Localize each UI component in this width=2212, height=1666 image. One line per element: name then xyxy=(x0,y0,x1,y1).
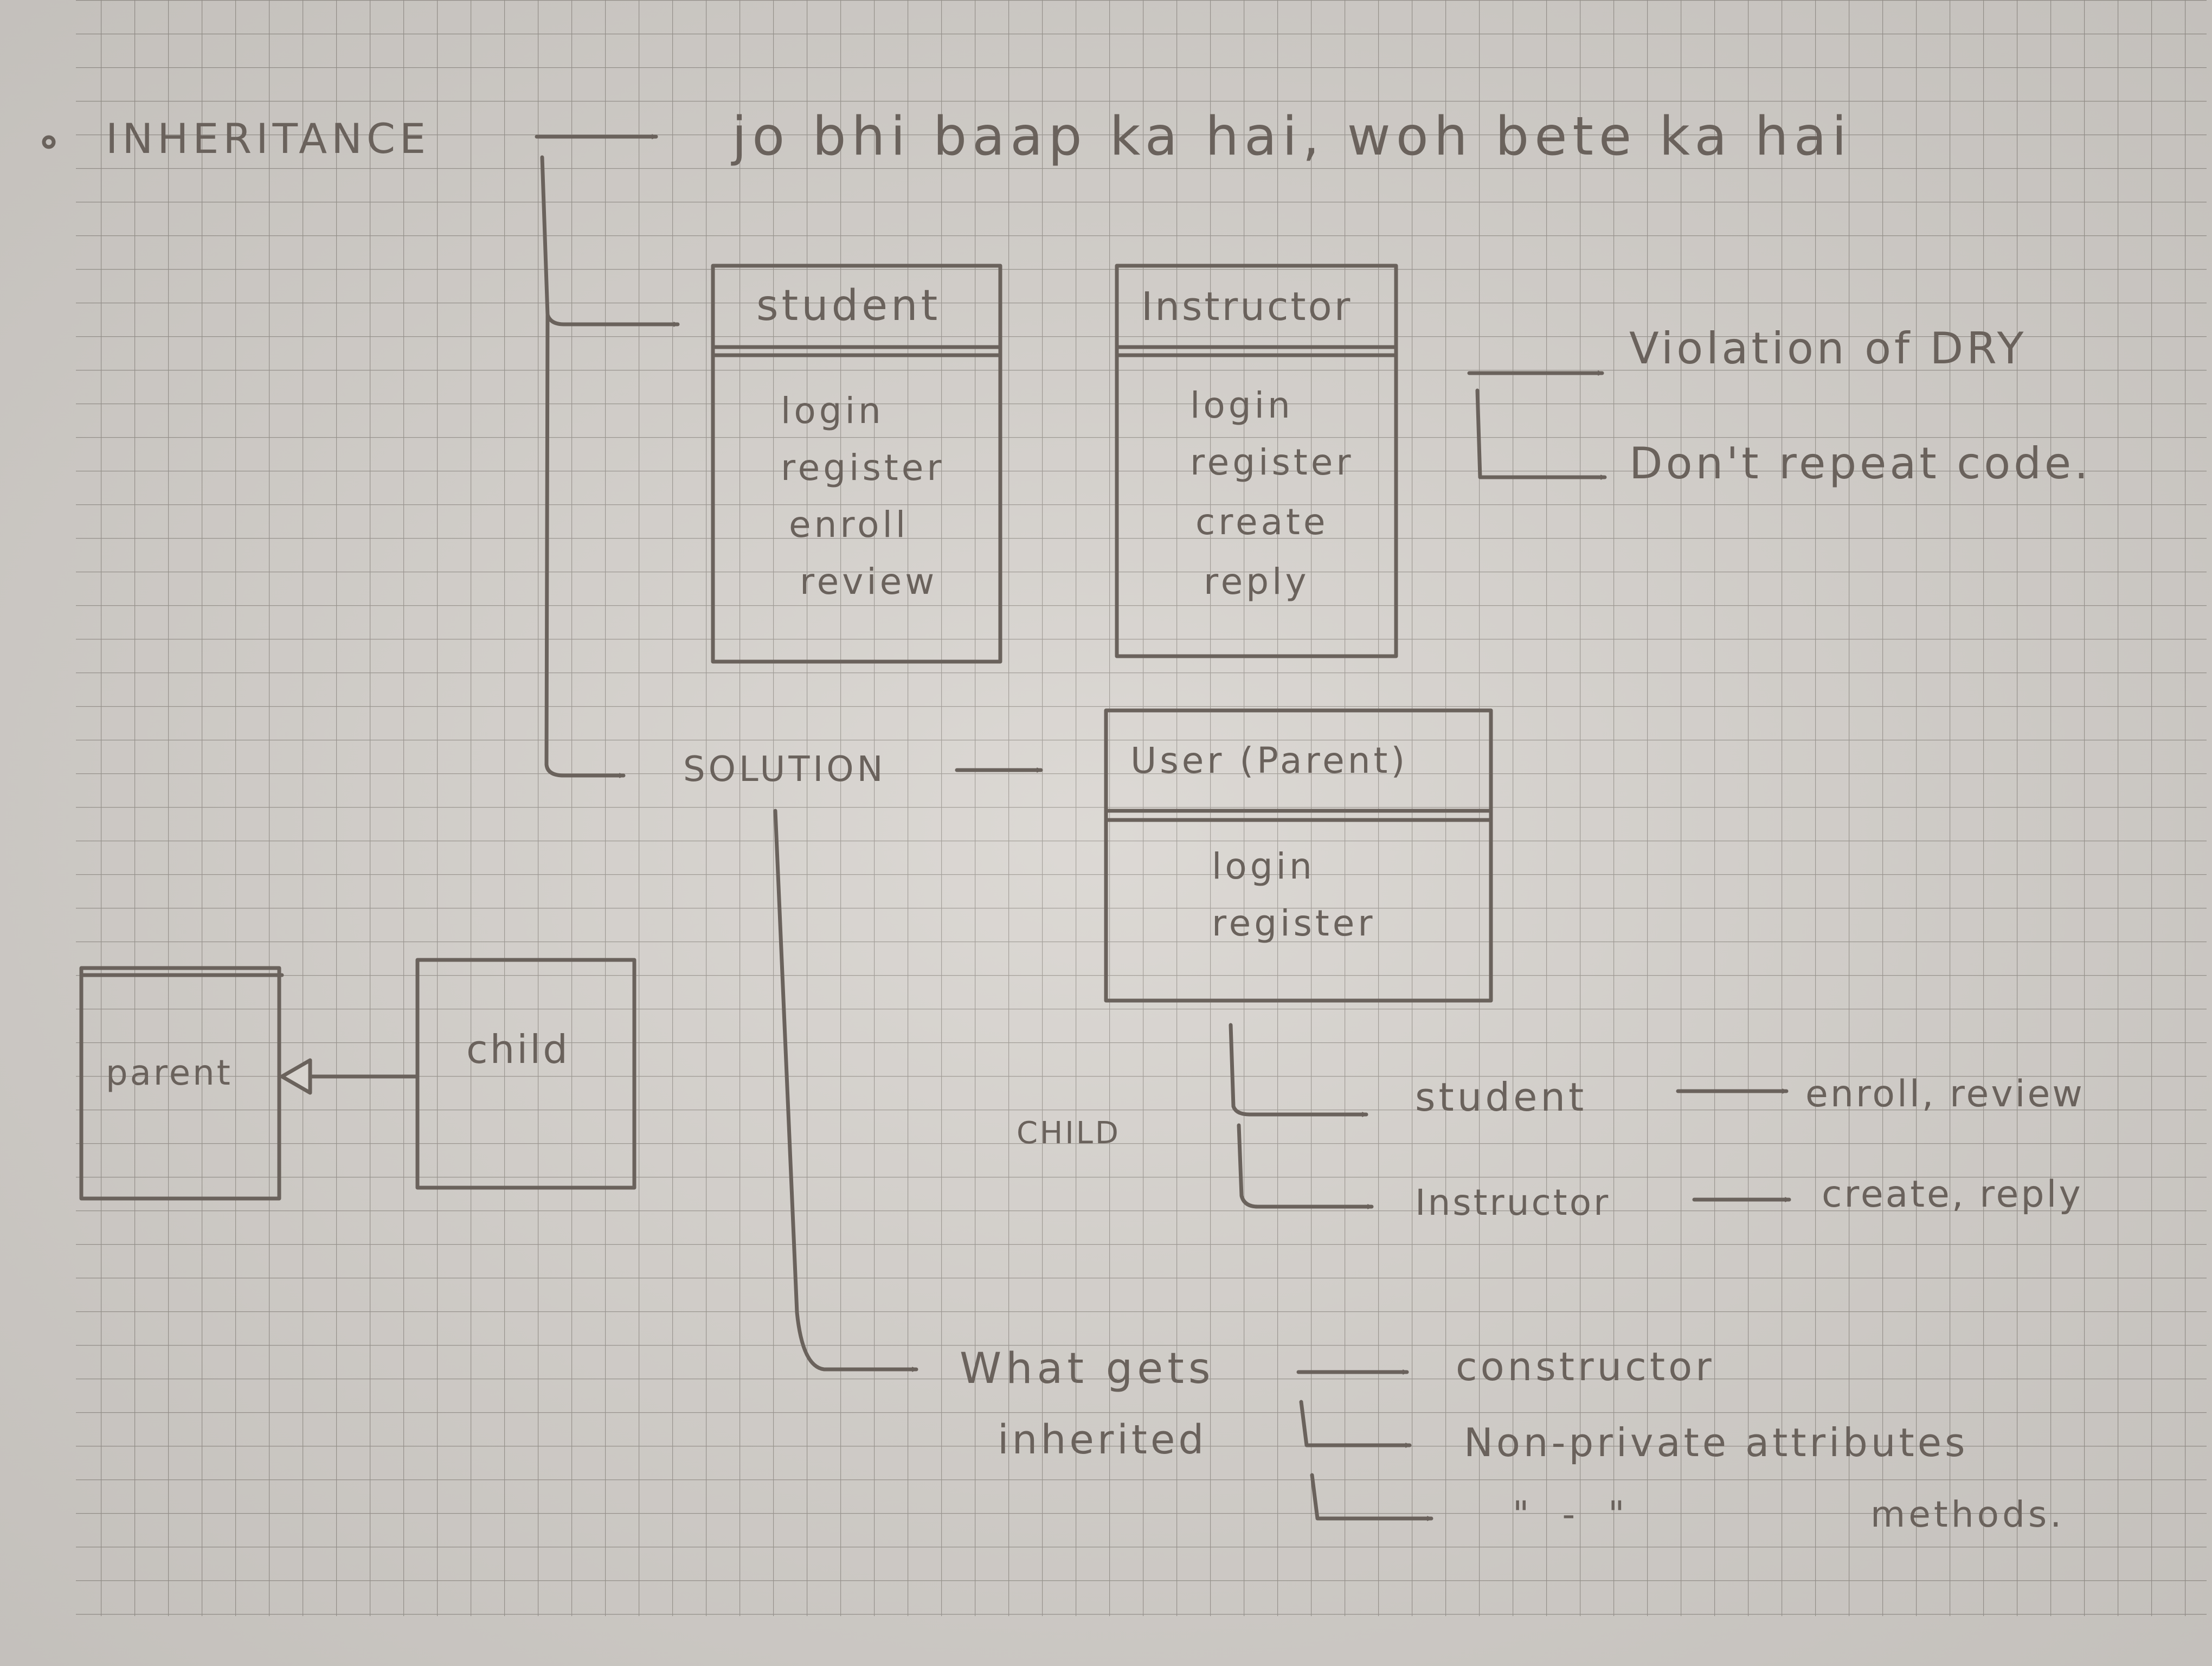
uml-parent-label: parent xyxy=(106,1053,233,1093)
inherited-item-ditto: " - " xyxy=(1513,1494,1636,1535)
inherited-item-attributes: Non-private attributes xyxy=(1464,1420,1969,1465)
child-student-methods: enroll, review xyxy=(1805,1073,2085,1116)
inherited-label-line1: What gets xyxy=(960,1344,1214,1393)
student-class-box xyxy=(711,264,1002,664)
bullet-icon xyxy=(42,135,56,149)
solution-branch-arrow xyxy=(544,312,626,776)
child-student-name: student xyxy=(1415,1074,1587,1120)
instructor-child-arrow xyxy=(1237,1123,1374,1207)
methods-arrow xyxy=(1310,1473,1433,1518)
student-method: login xyxy=(781,390,884,432)
heading-definition: jo bhi baap ka hai, woh bete ka hai xyxy=(731,106,1852,168)
student-child-arrow xyxy=(1229,1023,1368,1114)
instructor-class-name: Instructor xyxy=(1141,284,1352,329)
inherited-item-methods: methods. xyxy=(1870,1494,2065,1535)
heading-title: INHERITANCE xyxy=(106,114,430,163)
instructor-method: login xyxy=(1190,385,1294,426)
meaning-text: Don't repeat code. xyxy=(1629,438,2092,489)
child-label: CHILD xyxy=(1017,1116,1121,1151)
user-method: login xyxy=(1212,845,1315,887)
student-method: register xyxy=(781,447,945,489)
instructor-method: register xyxy=(1190,441,1354,483)
uml-parent-box xyxy=(79,966,284,1201)
child-instructor-name: Instructor xyxy=(1415,1182,1610,1223)
inherited-item-constructor: constructor xyxy=(1456,1344,1715,1389)
uml-child-box xyxy=(415,958,636,1190)
uml-child-label: child xyxy=(466,1027,570,1072)
generalization-triangle-icon xyxy=(280,1058,312,1095)
instructor-method: create xyxy=(1195,501,1329,543)
meaning-arrow xyxy=(1475,388,1607,477)
user-parent-class-name: User (Parent) xyxy=(1130,740,1408,781)
instructor-method: reply xyxy=(1204,561,1310,603)
user-parent-class-box xyxy=(1104,708,1493,1003)
user-method: register xyxy=(1212,902,1376,944)
instructor-class-box xyxy=(1115,264,1398,658)
attributes-arrow xyxy=(1299,1400,1412,1445)
solution-label: SOLUTION xyxy=(683,749,886,790)
violation-text: Violation of DRY xyxy=(1629,323,2027,374)
inherited-label-line2: inherited xyxy=(998,1417,1207,1463)
inherited-branch-arrow xyxy=(773,809,918,1369)
student-class-name: student xyxy=(756,281,941,330)
child-instructor-methods: create, reply xyxy=(1822,1173,2083,1216)
student-method: review xyxy=(800,561,937,603)
student-method: enroll xyxy=(789,504,909,546)
